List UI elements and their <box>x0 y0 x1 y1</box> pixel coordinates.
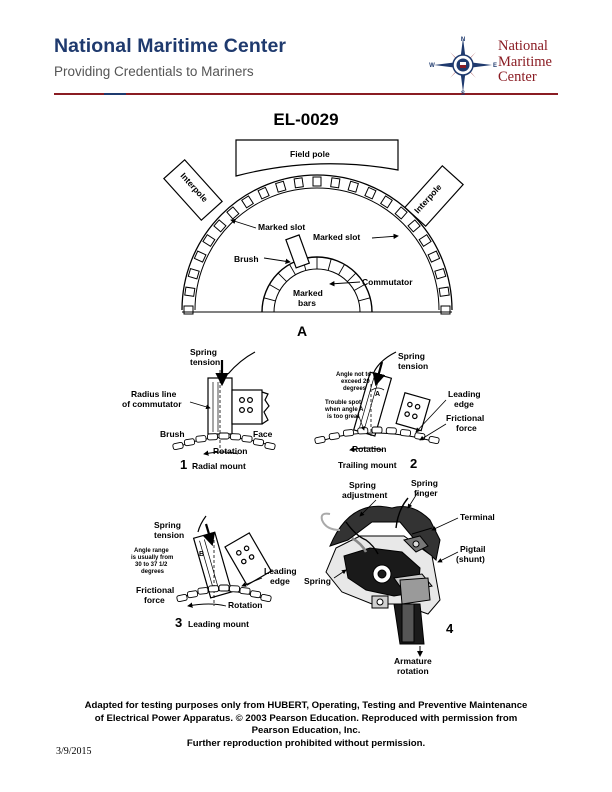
fig4-pigtail-1: Pigtail <box>460 544 486 554</box>
brush-label: Brush <box>234 254 259 264</box>
compass-e-letter: E <box>493 63 497 69</box>
date-stamp: 3/9/2015 <box>56 746 92 757</box>
footer-notice: Adapted for testing purposes only from H… <box>0 700 612 750</box>
figure-1-labels: Spring tension Radius line of commutator… <box>122 347 273 472</box>
fig3-leading-edge-2: edge <box>270 576 290 586</box>
logo-line-2: Maritime <box>498 53 552 70</box>
fig1-spring-tension-1: Spring <box>190 347 217 357</box>
fig4-armature-1: Armature <box>394 656 432 666</box>
fig2-trouble-2: when angle A <box>324 407 364 413</box>
fig1-caption: Radial mount <box>192 461 246 471</box>
fig1-radius-line-1: Radius line <box>131 389 177 399</box>
fig4-spring-finger-2: finger <box>414 488 438 498</box>
marked-slot-right-label: Marked slot <box>313 232 360 242</box>
fig2-frictional-1: Frictional <box>446 413 484 423</box>
fig3-number: 3 <box>175 615 182 630</box>
logo-line-1: National <box>498 38 548 54</box>
compass-s-letter: S <box>461 91 465 96</box>
fig2-leading-edge-1: Leading <box>448 389 481 399</box>
fig3-spring-tension-1: Spring <box>154 520 181 530</box>
fig3-leading-edge-1: Leading <box>264 566 297 576</box>
fig2-rotation: Rotation <box>352 444 386 454</box>
fig3-angle-range-1: Angle range <box>134 548 169 554</box>
footer-line-3: Pearson Education, Inc. <box>251 725 361 736</box>
figure-2-labels: Spring tension Angle not to exceed 20 de… <box>324 351 484 471</box>
fig2-number: 2 <box>410 456 417 471</box>
fig2-angle-letter: A <box>375 391 380 398</box>
header-rule <box>54 93 558 95</box>
fig2-spring-tension-2: tension <box>398 361 428 371</box>
logo-line-3: Center <box>498 69 537 85</box>
figure-2 <box>314 351 447 452</box>
header-rule-accent <box>104 93 126 95</box>
fig2-spring-tension-1: Spring <box>398 351 425 361</box>
compass-n-letter: N <box>461 37 465 43</box>
figure-3 <box>176 515 273 608</box>
figure-a <box>163 139 464 315</box>
fig2-angle-note-3: degrees <box>343 386 367 392</box>
fig4-spring-adjustment-2: adjustment <box>342 490 388 500</box>
fig2-leading-edge-2: edge <box>454 399 474 409</box>
fig1-radius-line-2: of commutator <box>122 399 182 409</box>
header-title: National Maritime Center <box>54 35 287 57</box>
figure-a-letter: A <box>297 323 307 339</box>
fig4-spring: Spring <box>304 576 331 586</box>
marked-bars-label-1: Marked <box>293 288 323 298</box>
figure-1 <box>172 351 276 456</box>
fig1-face: Face <box>253 429 273 439</box>
fig1-brush: Brush <box>160 429 185 439</box>
header-subtitle: Providing Credentials to Mariners <box>54 64 254 79</box>
fig2-angle-note-1: Angle not to <box>336 372 371 378</box>
fig4-terminal: Terminal <box>460 512 495 522</box>
fig4-number: 4 <box>446 621 454 636</box>
fig3-angle-letter: B <box>199 551 204 558</box>
footer-line-4: Further reproduction prohibited without … <box>186 737 426 749</box>
fig1-spring-tension-2: tension <box>190 357 220 367</box>
fig2-caption: Trailing mount <box>338 460 397 470</box>
fig2-trouble-1: Trouble spot <box>325 400 361 406</box>
fig1-number: 1 <box>180 457 187 472</box>
footer-line-2: of Electrical Power Apparatus. © 2003 Pe… <box>94 712 518 724</box>
fig2-angle-note-2: exceed 20 <box>341 379 370 385</box>
fig4-armature-2: rotation <box>397 666 429 676</box>
fig3-caption: Leading mount <box>188 619 249 629</box>
commutator-label: Commutator <box>362 277 413 287</box>
fig4-pigtail-2: (shunt) <box>456 554 485 564</box>
fig2-frictional-2: force <box>456 423 477 433</box>
compass-rose-logo-icon: N E S W <box>429 37 497 96</box>
fig3-frictional-2: force <box>144 595 165 605</box>
figure-4-labels: Spring adjustment Spring finger Terminal… <box>304 478 495 676</box>
figure-a-labels: Field pole Interpole Interpole Marked sl… <box>179 149 444 339</box>
fig4-spring-adjustment-1: Spring <box>349 480 376 490</box>
logo-text: National Maritime Center <box>498 38 552 86</box>
compass-w-letter: W <box>429 63 435 69</box>
figure-4 <box>320 491 459 657</box>
marked-slot-left-label: Marked slot <box>258 222 305 232</box>
fig3-spring-tension-2: tension <box>154 530 184 540</box>
footer-line-1: Adapted for testing purposes only from H… <box>84 700 528 711</box>
fig3-angle-range-4: degrees <box>141 569 165 575</box>
marked-bars-label-2: bars <box>298 298 316 308</box>
fig2-trouble-3: is too great <box>327 414 359 420</box>
fig1-rotation: Rotation <box>213 446 247 456</box>
fig3-angle-range-2: is usually from <box>131 555 173 561</box>
fig3-frictional-1: Frictional <box>136 585 174 595</box>
fig3-rotation: Rotation <box>228 600 262 610</box>
question-code: EL-0029 <box>273 110 339 129</box>
fig4-spring-finger-1: Spring <box>411 478 438 488</box>
fig3-angle-range-3: 30 to 37 1/2 <box>135 562 168 568</box>
field-pole-label: Field pole <box>290 149 330 159</box>
figure-3-labels: Spring tension Angle range is usually fr… <box>131 520 297 630</box>
